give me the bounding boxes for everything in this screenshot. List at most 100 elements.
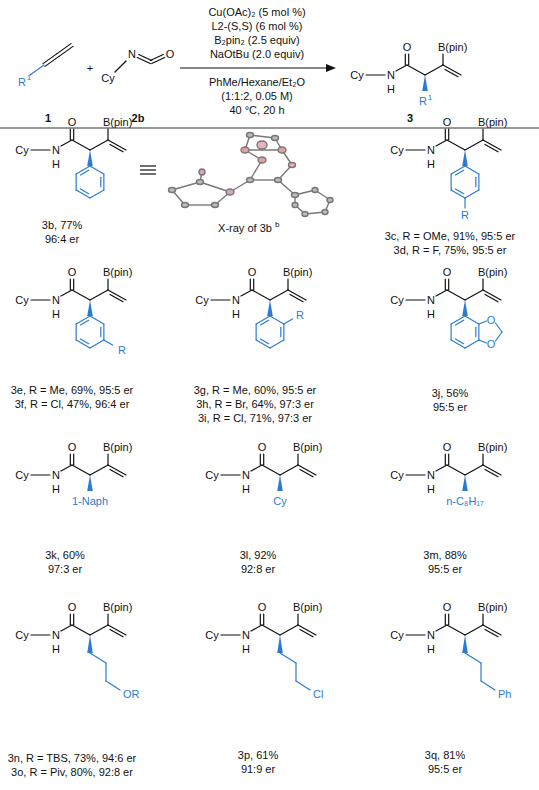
bond-line	[405, 54, 406, 65]
bond-line	[110, 470, 123, 477]
bond-line	[90, 166, 104, 174]
compound-number: 2b	[132, 112, 145, 125]
bond-line	[70, 454, 71, 465]
bond-line	[280, 653, 296, 663]
bond-line	[30, 65, 44, 75]
bond-line	[464, 198, 465, 208]
atom-label: Cy	[15, 144, 28, 157]
bond-line	[451, 316, 465, 324]
atom-label: Cy	[15, 469, 28, 482]
bond-line	[110, 295, 123, 302]
atom-label: N	[232, 294, 240, 307]
bond-line	[104, 340, 113, 345]
bond-line	[76, 190, 90, 198]
bond-line	[295, 663, 296, 681]
compound-caption: 3m, 88%	[423, 549, 466, 562]
bond-layer	[30, 44, 502, 690]
bond-line	[465, 140, 483, 150]
compound-caption: 95:5 er	[428, 763, 462, 776]
bond-line	[406, 299, 425, 300]
bond-line	[445, 70, 458, 77]
bond-line	[31, 299, 50, 300]
atom-label: Cy	[101, 72, 114, 85]
compound-caption: 3g, R = Me, 60%, 95:5 er	[194, 384, 317, 397]
bond-line	[465, 290, 483, 300]
bond-line	[485, 145, 498, 152]
bond-line	[479, 340, 487, 343]
bond-line	[262, 465, 280, 475]
atom-label: B(pin)	[438, 41, 467, 54]
bond-line	[284, 319, 293, 324]
bond-line	[448, 614, 449, 625]
bond-line	[280, 625, 298, 635]
atom-label: Cy	[15, 629, 28, 642]
bond-line	[76, 316, 90, 324]
atom-label: H	[52, 308, 60, 321]
atom-label: O	[258, 441, 267, 454]
atom-label: O	[443, 266, 452, 279]
atom-label: H	[232, 308, 240, 321]
bond-line	[107, 129, 108, 140]
atom-label: Cy	[205, 469, 218, 482]
bond-line	[406, 474, 425, 475]
compound-number: 1	[45, 112, 51, 125]
bond-line	[447, 290, 465, 300]
bond-line	[90, 465, 108, 475]
compound-caption: 3i, R = Cl, 71%, 97:3 er	[198, 412, 312, 425]
bond-line	[297, 614, 298, 625]
atom-label: O	[403, 41, 412, 54]
bond-line	[455, 320, 463, 325]
bond-line	[451, 324, 452, 340]
bond-line	[465, 625, 483, 635]
bond-line	[480, 663, 481, 681]
atom-label: B(pin)	[478, 116, 507, 129]
compound-caption: 3l, 92%	[240, 549, 277, 562]
substituent-label: Cl	[313, 688, 323, 701]
bond-line	[465, 166, 479, 174]
bond-line	[300, 470, 313, 477]
atom-label: Cy	[195, 294, 208, 307]
substituent-label: OR	[123, 688, 140, 701]
atom-label: N	[427, 469, 435, 482]
bond-line	[455, 339, 463, 344]
bond-line	[478, 324, 479, 340]
bond-line	[80, 189, 88, 194]
bond-line	[110, 630, 123, 637]
bond-line	[241, 290, 252, 296]
bond-line	[110, 145, 123, 152]
xray-structure	[169, 133, 334, 217]
atom-label: N	[128, 48, 136, 61]
reaction-condition: (1:1:2, 0.05 M)	[221, 90, 293, 103]
compound-caption: 3j, 56%	[432, 387, 469, 400]
reaction-condition: L2-(S,S) (6 mol %)	[211, 20, 302, 33]
atom-label: H	[427, 483, 435, 496]
arrow-head	[326, 64, 336, 72]
compound-caption: 95:5 er	[433, 401, 467, 414]
superscript: 1	[27, 73, 31, 82]
atom-label: Cy	[350, 69, 363, 82]
wedge-bond	[462, 635, 468, 653]
atom-label: B(pin)	[103, 266, 132, 279]
wedge-bond	[87, 150, 93, 166]
bond-line	[90, 190, 104, 198]
bond-line	[366, 74, 385, 75]
atom-label: O	[487, 314, 496, 327]
bond-line	[211, 299, 230, 300]
bond-line	[451, 174, 452, 190]
atom-label: B(pin)	[103, 601, 132, 614]
bond-line	[455, 170, 463, 175]
atom-label: B(pin)	[283, 266, 312, 279]
atom-label: H	[242, 483, 250, 496]
bond-line	[262, 625, 280, 635]
bond-line	[436, 140, 447, 146]
atom-label: O	[258, 601, 267, 614]
reaction-condition: NaOtBu (2.0 equiv)	[210, 48, 304, 61]
bond-line	[475, 327, 476, 336]
bond-line	[70, 129, 71, 140]
bond-line	[479, 321, 487, 324]
compound-caption: 3n, R = TBS, 73%, 94:6 er	[8, 752, 137, 765]
bond-line	[256, 316, 270, 324]
reaction-condition: B₂pin₂ (2.5 equiv)	[214, 34, 300, 47]
bond-line	[407, 65, 425, 75]
